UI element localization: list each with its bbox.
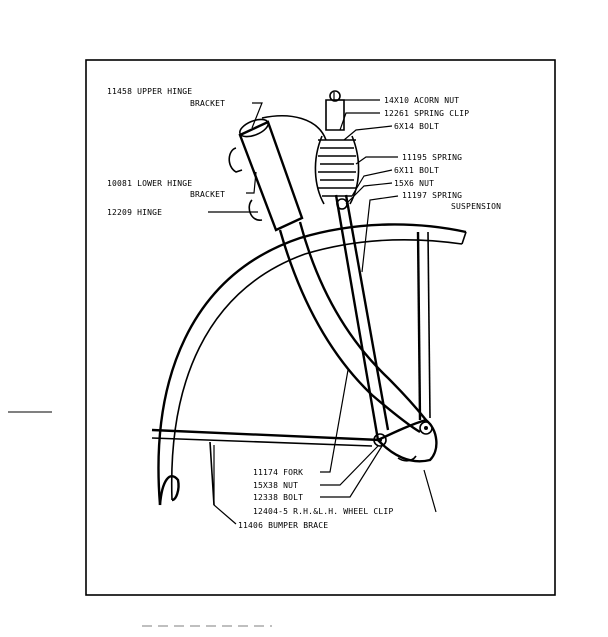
- label-spring: 11195 SPRING: [402, 153, 462, 162]
- fork-assembly-drawing: [151, 90, 467, 506]
- label-lower-hinge-bracket-2: BRACKET: [190, 190, 225, 199]
- label-hinge: 12209 HINGE: [107, 208, 162, 217]
- fork-blade-rear: [298, 221, 427, 421]
- head-tube: [238, 120, 304, 232]
- bumper-brace-leg: [209, 441, 215, 506]
- label-6x11-bolt: 6X11 BOLT: [394, 166, 439, 175]
- fender-tip: [461, 231, 467, 245]
- spring-coil: [314, 135, 360, 205]
- fender-end: [158, 475, 180, 506]
- label-15x38-nut: 15X38 NUT: [253, 481, 298, 490]
- wheel-clip-slot: [397, 455, 417, 462]
- bumper-brace-top: [151, 428, 381, 442]
- fender-strut: [416, 231, 422, 421]
- acorn-nut: [329, 90, 341, 102]
- label-spring-suspension-2: SUSPENSION: [451, 202, 501, 211]
- label-fork: 11174 FORK: [253, 468, 303, 477]
- wheel-clip: [375, 418, 438, 463]
- label-upper-hinge-bracket-2: BRACKET: [190, 99, 225, 108]
- label-15x6-nut: 15X6 NUT: [394, 179, 434, 188]
- label-12338-bolt: 12338 BOLT: [253, 493, 303, 502]
- label-acorn-nut: 14X10 ACORN NUT: [384, 96, 459, 105]
- label-bumper-brace: 11406 BUMPER BRACE: [238, 521, 328, 530]
- axle-left-center: [378, 438, 382, 442]
- labels: 11458 UPPER HINGE BRACKET 10081 LOWER HI…: [107, 87, 501, 530]
- suspension-rod: [334, 194, 380, 441]
- label-spring-suspension: 11197 SPRING: [402, 191, 462, 200]
- label-6x14-bolt: 6X14 BOLT: [394, 122, 439, 131]
- leader-lines: [208, 92, 437, 525]
- axle-nut-right: [419, 421, 433, 435]
- label-spring-clip: 12261 SPRING CLIP: [384, 109, 469, 118]
- suspension-rod-2: [344, 194, 390, 431]
- label-upper-hinge-bracket: 11458 UPPER HINGE: [107, 87, 192, 96]
- fender-inner: [170, 238, 463, 501]
- fork-blade-front: [278, 229, 421, 434]
- upper-hinge-bracket-shape: [228, 147, 243, 173]
- axle-right-center: [424, 426, 428, 430]
- spring-bottom-nut: [336, 198, 348, 210]
- label-wheel-clip: 12404-5 R.H.&L.H. WHEEL CLIP: [253, 507, 393, 516]
- axle-nut-left: [373, 433, 387, 447]
- label-lower-hinge-bracket: 10081 LOWER HINGE: [107, 179, 192, 188]
- head-tube-top: [239, 118, 269, 138]
- hinge-arm: [261, 115, 327, 141]
- fender-strut-2: [427, 231, 431, 419]
- fender-outer: [157, 223, 467, 506]
- frame-border: [85, 59, 556, 596]
- lower-hinge-bracket-shape: [248, 199, 263, 221]
